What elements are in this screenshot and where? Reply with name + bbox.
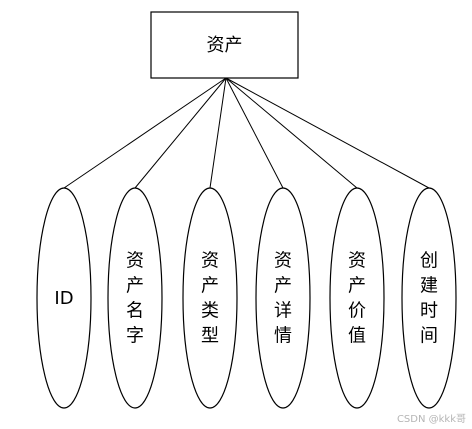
attribute-3: 资产类型 — [182, 187, 238, 409]
entity-label: 资产 — [207, 35, 243, 56]
attribute-label: 资产名字 — [126, 251, 144, 347]
watermark: CSDN @kkk哥 — [396, 414, 466, 425]
attribute-ellipse — [182, 187, 238, 409]
attribute-ellipse — [255, 187, 311, 409]
attribute-label: 创建时间 — [420, 251, 438, 347]
attribute-5: 资产价值 — [329, 187, 385, 409]
connector-lines — [63, 77, 430, 189]
connector-line — [225, 77, 284, 189]
attribute-label: 资产类型 — [201, 251, 219, 347]
attribute-4: 资产详情 — [255, 187, 311, 409]
connector-line — [209, 77, 227, 189]
attribute-group: ID 资产名字 资产类型 资产详情 资产价值 创建时间 — [36, 187, 457, 409]
attribute-ellipse — [107, 187, 163, 409]
attribute-label: 资产价值 — [348, 251, 366, 347]
connector-line — [225, 77, 358, 189]
attribute-6: 创建时间 — [401, 187, 457, 409]
connector-line — [134, 77, 227, 189]
connector-line — [63, 77, 227, 189]
attribute-ellipse — [329, 187, 385, 409]
attribute-2: 资产名字 — [107, 187, 163, 409]
entity-box — [150, 11, 299, 79]
attribute-ellipse — [36, 187, 92, 409]
entity-asset: 资产 — [150, 11, 299, 79]
attribute-label: ID — [54, 288, 73, 309]
attribute-1: ID — [36, 187, 92, 409]
attribute-label: 资产详情 — [274, 251, 292, 347]
attribute-ellipse — [401, 187, 457, 409]
connector-line — [225, 77, 430, 189]
